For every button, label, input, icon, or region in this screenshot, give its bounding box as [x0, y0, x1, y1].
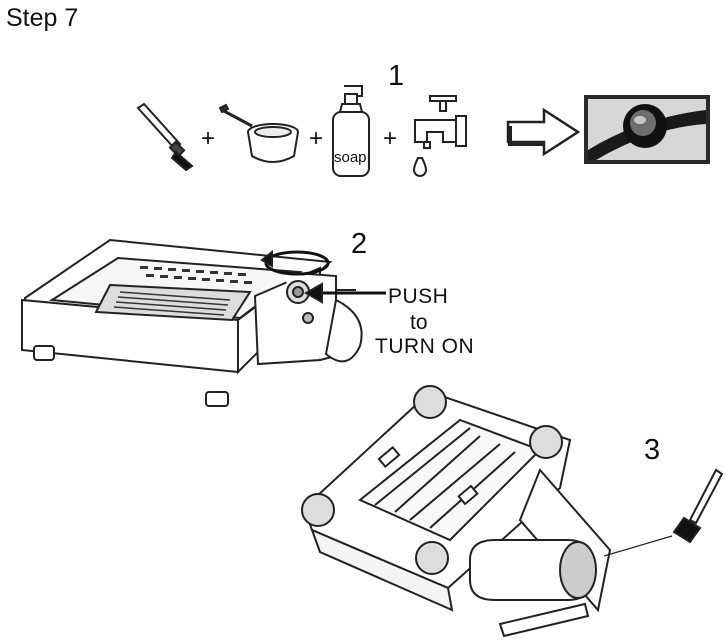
- device-head-upside-down: [301, 385, 724, 638]
- soap-bottle-icon: [332, 85, 370, 177]
- step-number-1: 1: [388, 60, 405, 92]
- device-base: [21, 238, 386, 407]
- soap-label: soap: [334, 149, 367, 166]
- plus-sign: +: [201, 125, 216, 152]
- plus-sign: +: [383, 125, 398, 152]
- step-number-3: 3: [644, 434, 661, 466]
- cup-icon: [218, 103, 299, 163]
- plus-sign: +: [309, 125, 324, 152]
- lens-photo: [584, 95, 710, 164]
- push-label: PUSH: [388, 285, 449, 308]
- faucet-icon: [412, 95, 467, 177]
- brush-icon: [136, 102, 194, 172]
- step-title: Step 7: [6, 4, 79, 32]
- step-number-2: 2: [351, 228, 368, 260]
- arrow-right-icon: [506, 107, 581, 157]
- turn-on-label: TURN ON: [375, 335, 475, 358]
- to-label: to: [410, 311, 428, 334]
